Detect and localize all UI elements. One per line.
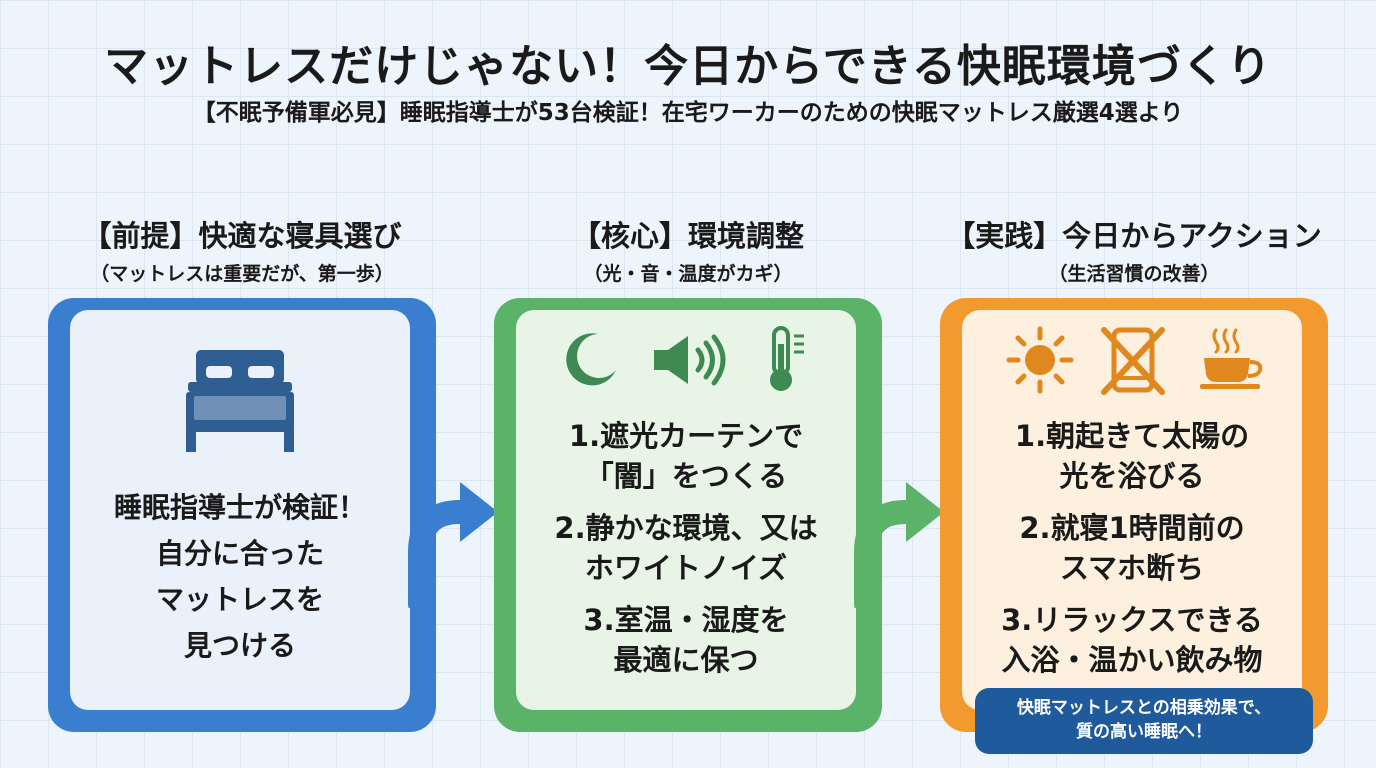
column-3-header: 【実践】今日からアクション （生活習慣の改善）	[930, 213, 1338, 286]
practice-item-line: 入浴・温かい飲み物	[1001, 643, 1263, 677]
premise-line: 見つける	[183, 629, 296, 662]
practice-panel-inner: 1.朝起きて太陽の 光を浴びる 2.就寝1時間前の スマホ断ち 3.リラックスで…	[962, 310, 1302, 710]
synergy-note-line: 質の高い睡眠へ！	[1076, 722, 1212, 742]
premise-panel-inner: 睡眠指導士が検証！ 自分に合った マットレスを 見つける	[70, 310, 410, 710]
premise-line: マットレスを	[155, 583, 324, 616]
core-item: 3.室温・湿度を 最適に保つ	[516, 600, 856, 680]
column-2-subheading: （光・音・温度がカギ）	[583, 263, 793, 285]
page-title: マットレスだけじゃない！今日からできる快眠環境づくり	[104, 41, 1272, 92]
practice-item: 3.リラックスできる 入浴・温かい飲み物	[962, 600, 1302, 680]
speaker-icon	[654, 334, 726, 386]
core-item: 2.静かな環境、又は ホワイトノイズ	[516, 508, 856, 588]
practice-panel: 1.朝起きて太陽の 光を浴びる 2.就寝1時間前の スマホ断ち 3.リラックスで…	[940, 298, 1328, 732]
core-panel-inner: 1.遮光カーテンで 「闇」をつくる 2.静かな環境、又は ホワイトノイズ 3.室…	[516, 310, 856, 710]
column-2-heading: 【核心】環境調整	[571, 219, 804, 253]
premise-line: 自分に合った	[155, 537, 324, 570]
core-item-line: 2.静かな環境、又は	[554, 511, 818, 545]
practice-item-line: 3.リラックスできる	[1001, 603, 1263, 637]
sun-icon	[1006, 326, 1074, 394]
premise-line: 睡眠指導士が検証！	[113, 491, 366, 524]
practice-items: 1.朝起きて太陽の 光を浴びる 2.就寝1時間前の スマホ断ち 3.リラックスで…	[962, 416, 1302, 692]
thermometer-icon	[770, 326, 804, 391]
core-item: 1.遮光カーテンで 「闇」をつくる	[516, 416, 856, 496]
page-subtitle: 【不眠予備軍必見】睡眠指導士が53台検証！在宅ワーカーのための快眠マットレス厳選…	[192, 100, 1184, 126]
synergy-note-line: 快眠マットレスとの相乗効果で、	[1016, 698, 1272, 718]
coffee-cup-icon	[1200, 328, 1263, 389]
practice-item-line: 1.朝起きて太陽の	[1014, 419, 1250, 453]
core-item-line: 3.室温・湿度を	[583, 603, 789, 637]
practice-item-line: スマホ断ち	[1059, 551, 1205, 585]
bed-icon	[186, 350, 294, 452]
no-phone-icon	[1101, 327, 1165, 395]
core-item-line: 「闇」をつくる	[584, 459, 788, 493]
core-item-line: ホワイトノイズ	[584, 551, 788, 585]
practice-item: 1.朝起きて太陽の 光を浴びる	[962, 416, 1302, 496]
arrow-right-icon	[854, 482, 944, 608]
core-panel: 1.遮光カーテンで 「闇」をつくる 2.静かな環境、又は ホワイトノイズ 3.室…	[494, 298, 882, 732]
column-3-subheading: （生活習慣の改善）	[1048, 263, 1220, 285]
column-1-header: 【前提】快適な寝具選び （マットレスは重要だが、第一歩）	[48, 213, 436, 286]
premise-text: 睡眠指導士が検証！ 自分に合った マットレスを 見つける	[70, 485, 410, 669]
core-items: 1.遮光カーテンで 「闇」をつくる 2.静かな環境、又は ホワイトノイズ 3.室…	[516, 416, 856, 692]
practice-item: 2.就寝1時間前の スマホ断ち	[962, 508, 1302, 588]
moon-icon	[566, 333, 616, 386]
premise-panel: 睡眠指導士が検証！ 自分に合った マットレスを 見つける	[48, 298, 436, 732]
column-3-heading: 【実践】今日からアクション	[946, 219, 1322, 253]
column-2-header: 【核心】環境調整 （光・音・温度がカギ）	[494, 213, 882, 286]
arrow-right-icon	[408, 482, 498, 608]
core-item-line: 最適に保つ	[613, 643, 759, 677]
practice-item-line: 2.就寝1時間前の	[1019, 511, 1245, 545]
column-1-subheading: （マットレスは重要だが、第一歩）	[90, 263, 394, 285]
column-1-heading: 【前提】快適な寝具選び	[82, 219, 402, 253]
synergy-note: 快眠マットレスとの相乗効果で、 質の高い睡眠へ！	[975, 688, 1313, 754]
practice-item-line: 光を浴びる	[1059, 459, 1205, 493]
core-item-line: 1.遮光カーテンで	[568, 419, 804, 453]
